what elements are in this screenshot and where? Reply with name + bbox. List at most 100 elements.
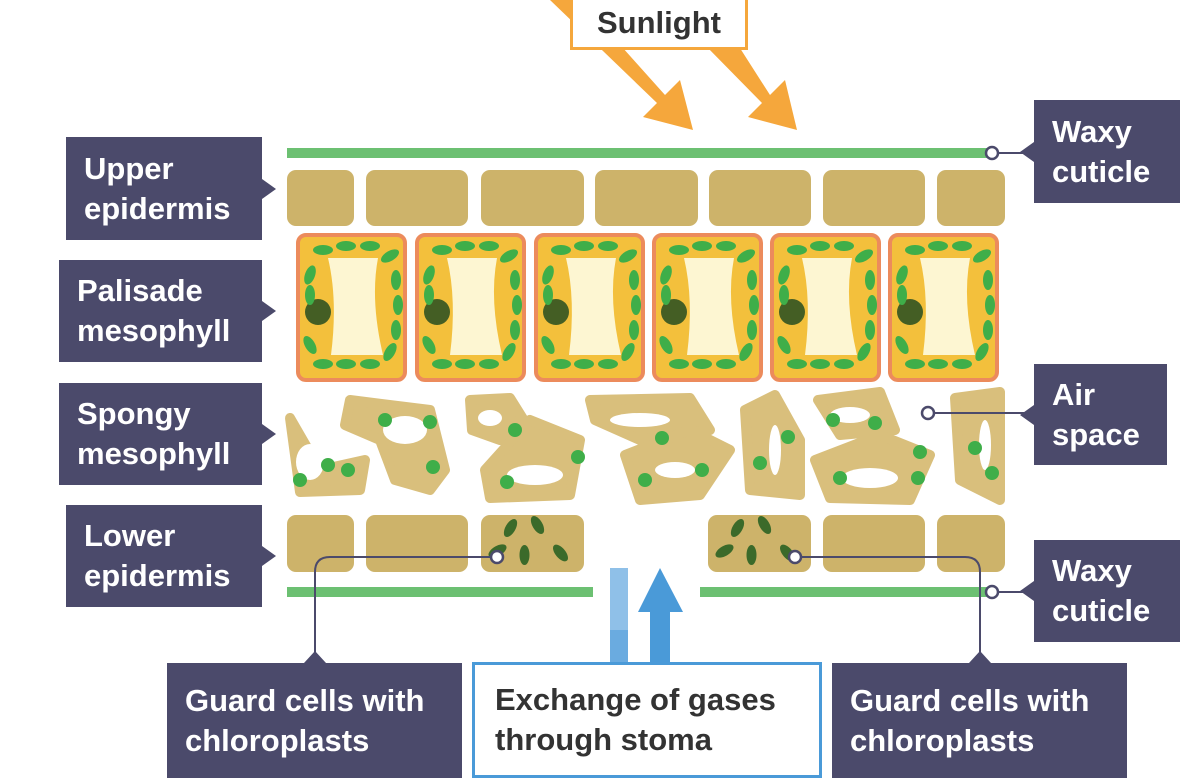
- chloroplast: [787, 359, 807, 369]
- air-space: [383, 416, 427, 444]
- label-guard-cells-right: Guard cells with chloroplasts: [832, 651, 1127, 778]
- upper-epidermis-cell: [287, 170, 354, 226]
- lower-cuticle-left: [287, 587, 593, 597]
- vacuole: [684, 258, 739, 355]
- label-waxy-cuticle-top: Waxy cuticle: [1020, 100, 1180, 203]
- chloroplast: [360, 359, 380, 369]
- air-space: [296, 444, 324, 480]
- guard-cell-right-marker: [787, 549, 803, 565]
- spongy-chloroplast: [378, 413, 392, 427]
- chloroplast: [391, 270, 401, 290]
- chloroplast: [502, 342, 516, 362]
- guard-cell-left-marker: [489, 549, 505, 565]
- spongy-chloroplast: [868, 416, 882, 430]
- chloroplast: [512, 295, 522, 315]
- spongy-chloroplast: [293, 473, 307, 487]
- nucleus: [779, 299, 805, 325]
- chloroplast: [629, 320, 639, 340]
- chloroplast: [834, 241, 854, 251]
- chloroplast: [598, 241, 618, 251]
- nucleus: [897, 299, 923, 325]
- chloroplast: [747, 320, 757, 340]
- label-lower-epidermis: Lower epidermis: [66, 505, 276, 607]
- label-gas-exchange: Exchange of gases through stoma: [472, 662, 822, 778]
- chloroplast: [983, 320, 993, 340]
- chloroplast: [360, 241, 380, 251]
- chloroplast: [669, 245, 689, 255]
- chloroplast: [479, 359, 499, 369]
- chloroplast: [336, 359, 356, 369]
- upper-epidermis-cell: [709, 170, 811, 226]
- chloroplast: [455, 359, 475, 369]
- air-space: [610, 413, 670, 427]
- chloroplast: [747, 270, 757, 290]
- spongy-chloroplast: [826, 413, 840, 427]
- gas-arrow-up-head: [638, 568, 683, 612]
- nucleus: [305, 299, 331, 325]
- chloroplast: [391, 320, 401, 340]
- lower-cuticle-right: [700, 587, 992, 597]
- air-space: [769, 425, 781, 475]
- guard-chloroplast: [715, 544, 734, 558]
- chloroplast: [305, 285, 315, 305]
- chloroplast: [383, 342, 397, 362]
- waxy-cuticle-top-marker: [984, 145, 1000, 161]
- air-space: [655, 462, 695, 478]
- chloroplast: [834, 359, 854, 369]
- sunlight-label: Sunlight: [570, 0, 748, 50]
- chloroplast: [303, 335, 317, 355]
- spongy-chloroplast: [508, 423, 522, 437]
- chloroplast: [928, 359, 948, 369]
- chloroplast: [618, 249, 638, 263]
- spongy-chloroplast: [571, 450, 585, 464]
- guard-chloroplast: [730, 518, 745, 538]
- chloroplast: [432, 245, 452, 255]
- chloroplast: [432, 359, 452, 369]
- chloroplast: [423, 265, 435, 285]
- chloroplast: [983, 270, 993, 290]
- chloroplast: [895, 335, 909, 355]
- chloroplast: [854, 249, 874, 263]
- chloroplast: [629, 270, 639, 290]
- vacuole: [328, 258, 383, 355]
- label-spongy-mesophyll: Spongy mesophyll: [59, 383, 276, 485]
- spongy-chloroplast: [638, 473, 652, 487]
- chloroplast: [510, 270, 520, 290]
- chloroplast: [659, 335, 673, 355]
- vacuole: [802, 258, 857, 355]
- sunlight-arrow-2: [705, 45, 797, 130]
- chloroplast: [422, 335, 436, 355]
- upper-epidermis-cell: [595, 170, 698, 226]
- chloroplast: [716, 241, 736, 251]
- chloroplast: [716, 359, 736, 369]
- chloroplast: [499, 249, 519, 263]
- air-space: [830, 407, 870, 423]
- chloroplast: [928, 241, 948, 251]
- chloroplast: [692, 359, 712, 369]
- spongy-chloroplast: [753, 456, 767, 470]
- chloroplast: [313, 245, 333, 255]
- guard-chloroplast: [553, 544, 568, 562]
- spongy-chloroplast: [985, 466, 999, 480]
- nucleus: [424, 299, 450, 325]
- chloroplast: [867, 295, 877, 315]
- chloroplast: [952, 241, 972, 251]
- chloroplast: [905, 245, 925, 255]
- upper-epidermis-cell: [366, 170, 468, 226]
- chloroplast: [660, 265, 672, 285]
- lower-epidermis-cell: [366, 515, 468, 572]
- chloroplast: [336, 241, 356, 251]
- chloroplast: [865, 270, 875, 290]
- air-space: [478, 410, 502, 426]
- guard-chloroplast: [503, 518, 518, 538]
- lower-epidermis-cell: [937, 515, 1005, 572]
- chloroplast: [749, 295, 759, 315]
- nucleus: [661, 299, 687, 325]
- chloroplast: [736, 249, 756, 263]
- air-space: [507, 465, 563, 485]
- chloroplast: [905, 359, 925, 369]
- chloroplast: [779, 285, 789, 305]
- chloroplast: [455, 241, 475, 251]
- chloroplast: [574, 359, 594, 369]
- chloroplast: [551, 245, 571, 255]
